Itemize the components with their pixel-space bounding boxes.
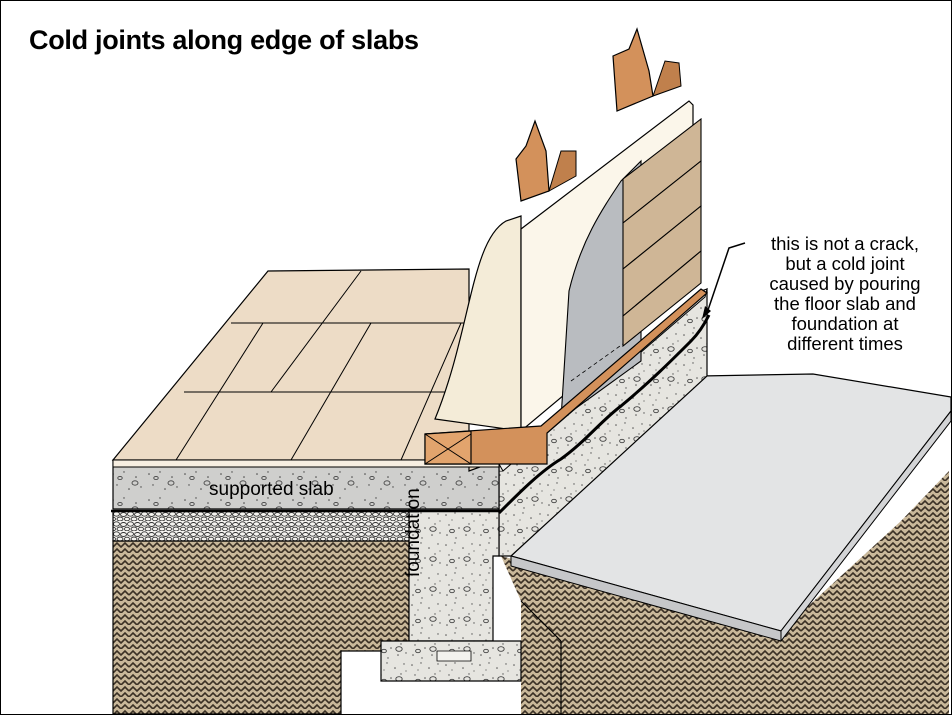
annotation-line: but a cold joint xyxy=(785,253,905,274)
foundation-footing xyxy=(380,508,522,682)
exterior-slab xyxy=(509,373,951,643)
wood-studs xyxy=(515,27,682,202)
supported-slab-label: supported slab xyxy=(209,479,334,500)
cold-joint-annotation: this is not a crack, but a cold joint ca… xyxy=(739,234,951,354)
annotation-line: this is not a crack, xyxy=(770,233,920,254)
annotation-line: foundation at xyxy=(791,313,899,334)
annotation-line: caused by pouring xyxy=(769,273,921,294)
diagram-title: Cold joints along edge of slabs xyxy=(29,25,419,55)
annotation-line: the floor slab and xyxy=(774,293,916,314)
siding-boards xyxy=(622,117,702,348)
annotation-leader xyxy=(702,242,746,319)
soil-layer xyxy=(112,471,949,714)
cold-joint-line xyxy=(497,314,711,515)
annotation-line: different times xyxy=(787,333,903,354)
foundation-label: foundation xyxy=(403,488,424,577)
gravel-bed xyxy=(112,510,410,542)
sill-plate xyxy=(424,288,708,465)
